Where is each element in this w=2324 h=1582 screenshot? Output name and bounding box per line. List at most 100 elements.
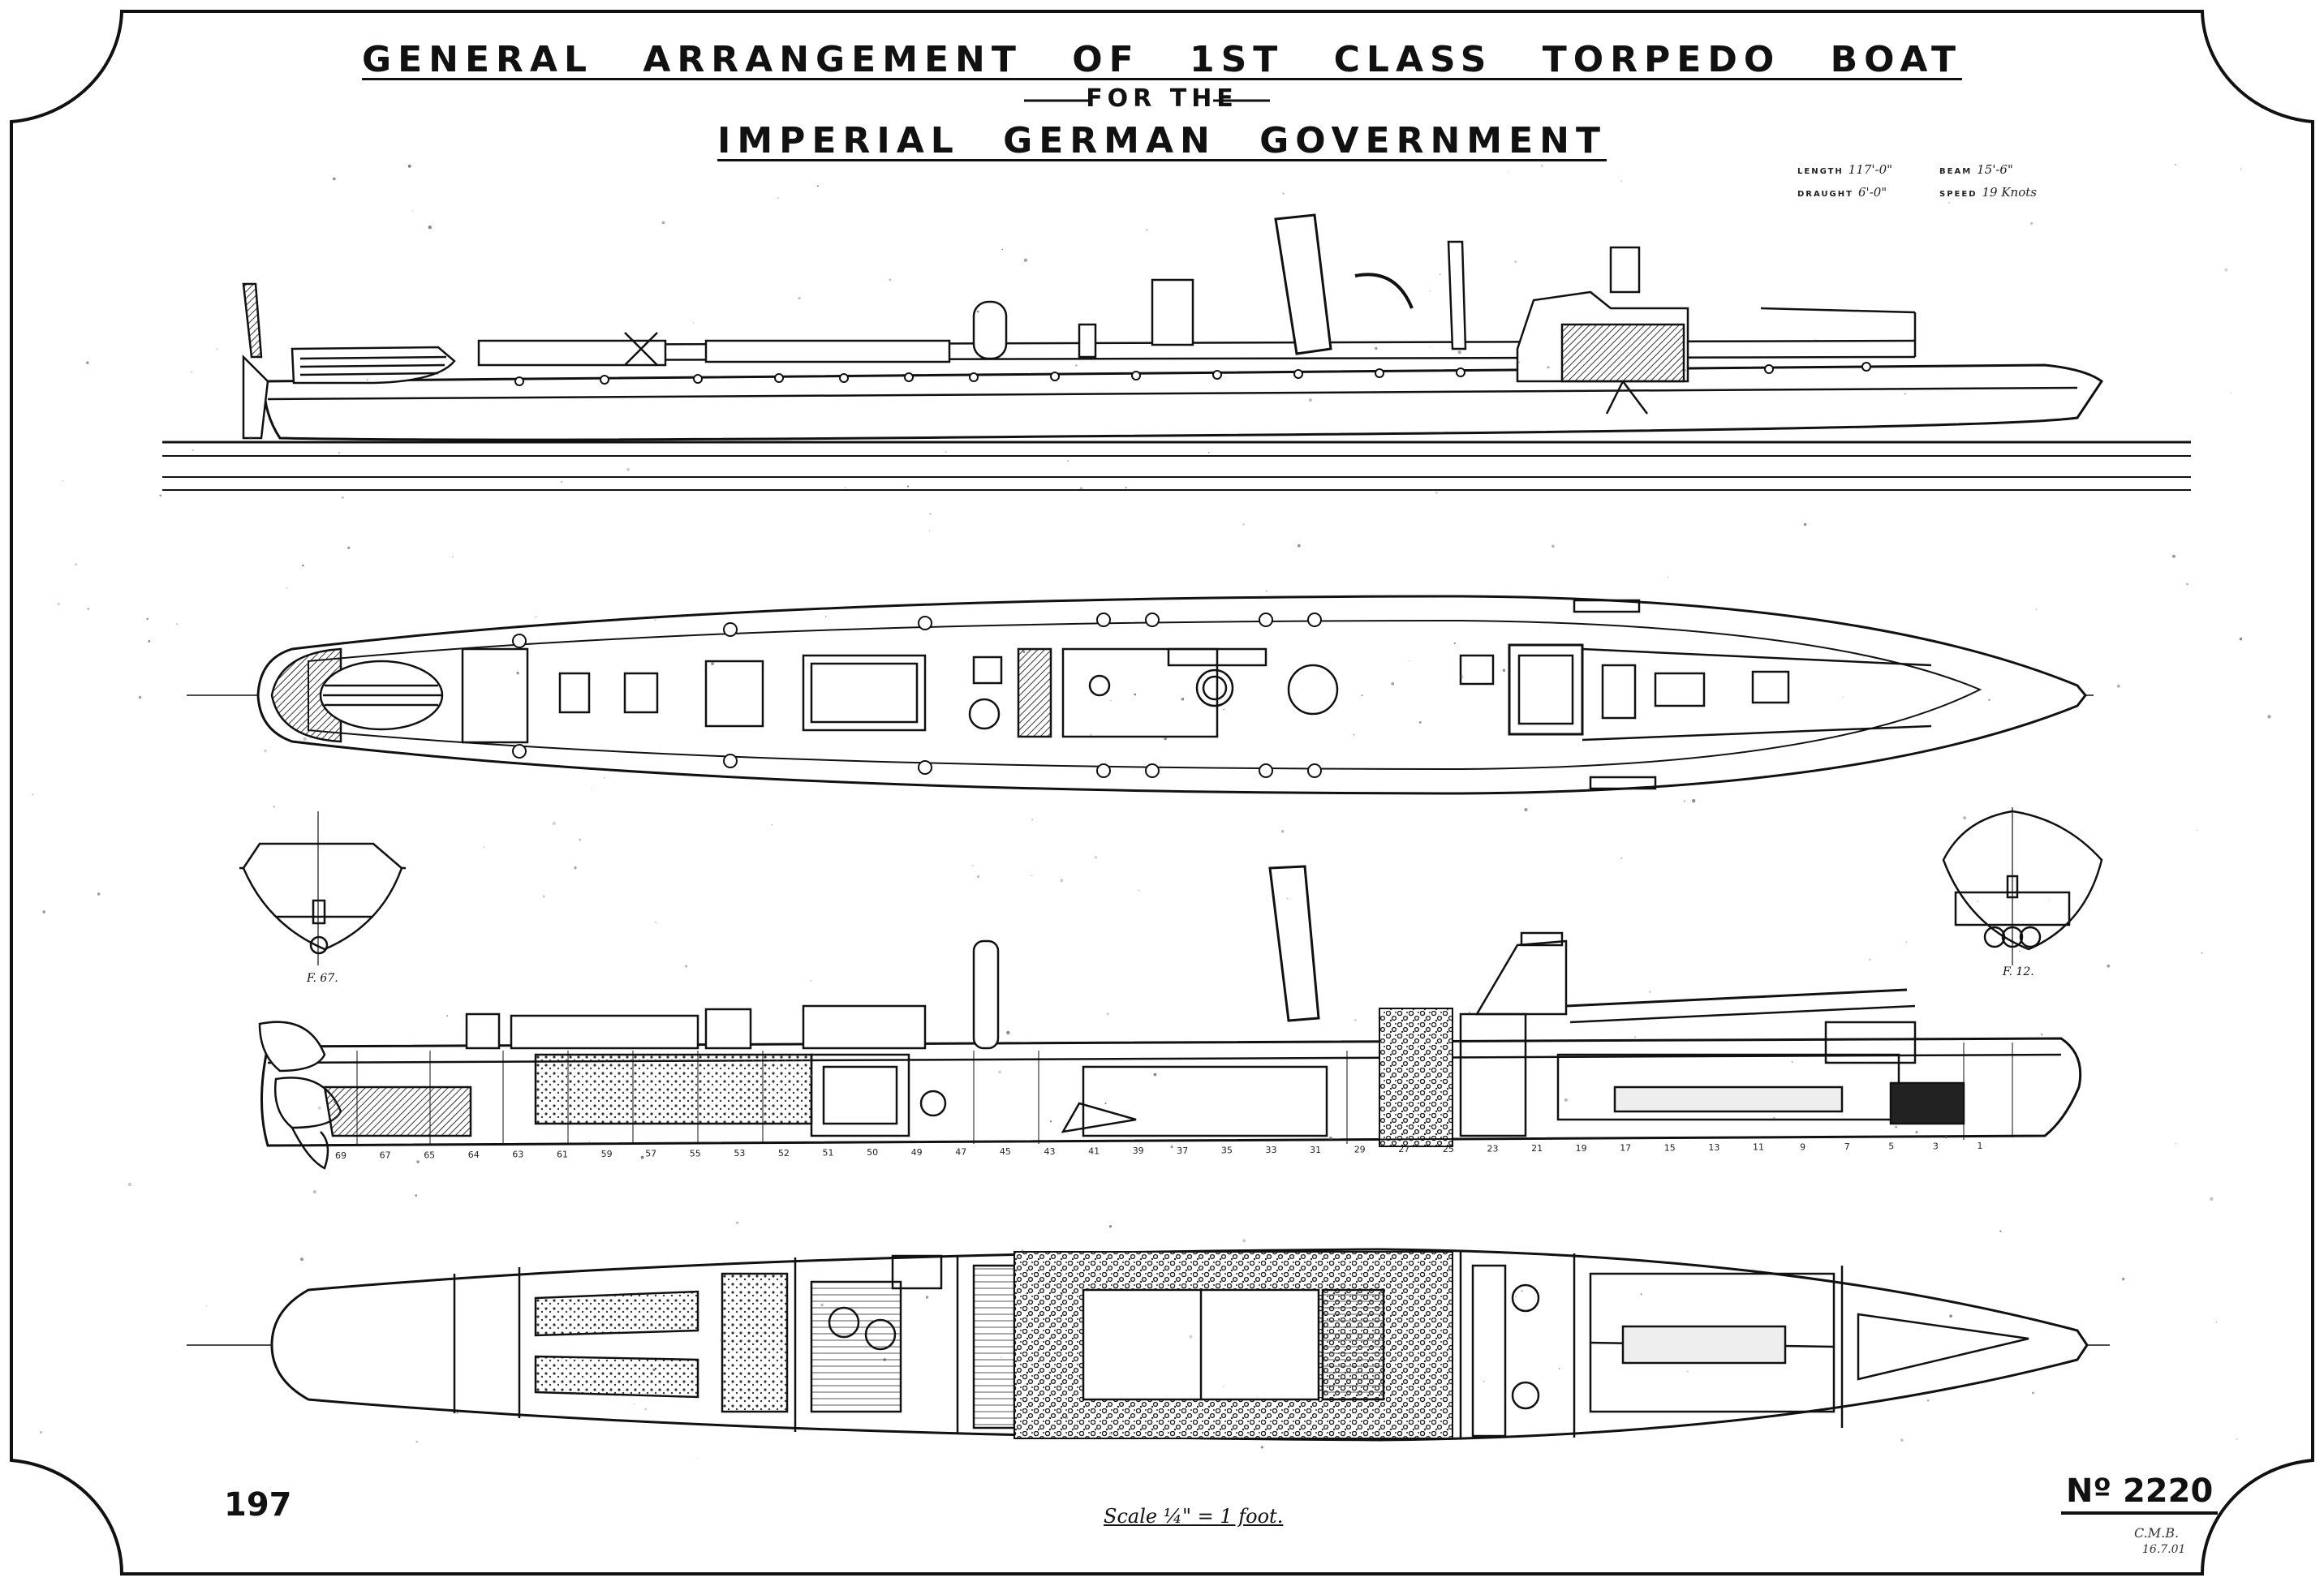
frame-number: 13 <box>1708 1142 1719 1153</box>
paper-speck <box>2267 715 2271 719</box>
paper-speck <box>925 1296 929 1299</box>
paper-speck <box>1391 681 1395 686</box>
paper-speck <box>302 564 304 567</box>
paper-speck <box>1620 180 1623 183</box>
paper-speck <box>976 875 980 879</box>
frame-number: 64 <box>468 1150 480 1160</box>
frame-number: 59 <box>601 1149 613 1159</box>
frame-number: 5 <box>1888 1141 1894 1152</box>
paper-speck <box>300 1257 303 1262</box>
paper-speck <box>588 1141 591 1142</box>
paper-speck <box>1060 1293 1063 1296</box>
paper-speck <box>1170 1146 1173 1149</box>
frame-number: 27 <box>1398 1144 1409 1154</box>
paper-speck <box>1297 544 1301 548</box>
frame-number: 61 <box>557 1149 568 1159</box>
paper-speck <box>640 1155 644 1159</box>
paper-speck <box>1460 675 1464 679</box>
paper-speck <box>2230 392 2232 394</box>
spec-draught-label: DRAUGHT <box>1797 190 1853 199</box>
frame-number: 11 <box>1753 1142 1764 1153</box>
paper-speck <box>1508 171 1509 174</box>
paper-speck <box>1649 991 1651 993</box>
section-aft-label: F. 67. <box>307 972 338 985</box>
paper-speck <box>2041 1034 2043 1036</box>
paper-speck <box>74 563 78 566</box>
paper-speck <box>1772 1116 1775 1120</box>
drawing-date: 16.7.01 <box>2142 1543 2186 1556</box>
paper-speck <box>685 965 688 968</box>
spec-beam-value: 15'-6" <box>1977 162 2013 177</box>
paper-speck <box>998 1070 1001 1074</box>
paper-speck <box>655 921 657 923</box>
paper-speck <box>1948 202 1950 204</box>
section-fwd <box>1942 807 2103 965</box>
section-aft <box>239 811 406 965</box>
paper-speck <box>1868 958 1871 961</box>
paper-speck <box>1361 694 1363 697</box>
paper-speck <box>1944 1136 1947 1139</box>
frame-number: 17 <box>1620 1143 1631 1154</box>
paper-speck <box>1514 260 1517 263</box>
sheet-border <box>10 10 2314 1576</box>
paper-speck <box>1429 346 1431 348</box>
paper-speck <box>574 866 577 870</box>
paper-specks <box>32 163 2271 1459</box>
paper-speck <box>1547 366 1550 369</box>
paper-speck <box>39 1430 43 1434</box>
frame-number: 21 <box>1531 1143 1543 1154</box>
frame-number: 47 <box>955 1147 966 1158</box>
paper-speck <box>1146 229 1148 231</box>
frame-number: 31 <box>1310 1145 1321 1155</box>
paper-speck <box>146 617 148 621</box>
frame-number: 55 <box>690 1148 701 1159</box>
paper-speck <box>720 1339 723 1342</box>
paper-speck <box>273 806 276 808</box>
paper-speck <box>1551 544 1555 548</box>
paper-speck <box>928 512 932 515</box>
paper-speck <box>2032 1391 2034 1395</box>
frame-number: 23 <box>1487 1144 1499 1154</box>
paper-speck <box>1181 697 1185 701</box>
paper-speck <box>1926 1399 1930 1402</box>
paper-speck <box>264 749 267 753</box>
paper-speck <box>711 661 715 666</box>
paper-speck <box>561 480 563 484</box>
paper-speck <box>1328 1136 1332 1140</box>
paper-speck <box>976 310 979 313</box>
paper-speck <box>777 197 779 199</box>
paper-speck <box>2210 1197 2214 1201</box>
paper-speck <box>661 221 665 225</box>
paper-speck <box>570 1309 572 1311</box>
paper-speck <box>1684 800 1686 802</box>
paper-speck <box>1153 1073 1157 1077</box>
paper-speck <box>1282 192 1285 195</box>
paper-speck <box>312 1190 316 1194</box>
paper-speck <box>945 450 947 454</box>
frame-number: 25 <box>1443 1144 1454 1154</box>
paper-speck <box>2201 952 2203 954</box>
paper-speck <box>1468 1011 1470 1013</box>
paper-speck <box>148 640 151 643</box>
paper-speck <box>1049 1120 1052 1123</box>
paper-speck <box>1541 165 1543 167</box>
paper-speck <box>824 616 827 617</box>
paper-speck <box>1189 1335 1193 1339</box>
paper-speck <box>1524 808 1528 812</box>
paper-speck <box>42 910 46 914</box>
frame-number: 3 <box>1933 1141 1939 1151</box>
paper-speck <box>1287 897 1289 900</box>
paper-speck <box>1483 1380 1485 1382</box>
paper-speck <box>883 1358 887 1361</box>
paper-speck <box>347 546 351 549</box>
paper-speck <box>1242 523 1245 526</box>
paper-speck <box>32 793 34 796</box>
paper-speck <box>333 177 336 181</box>
paper-speck <box>1075 364 1078 367</box>
paper-speck <box>317 1106 321 1110</box>
frame-number: 1 <box>1978 1141 1983 1151</box>
spec-speed-value: 19 Knots <box>1982 185 2037 200</box>
